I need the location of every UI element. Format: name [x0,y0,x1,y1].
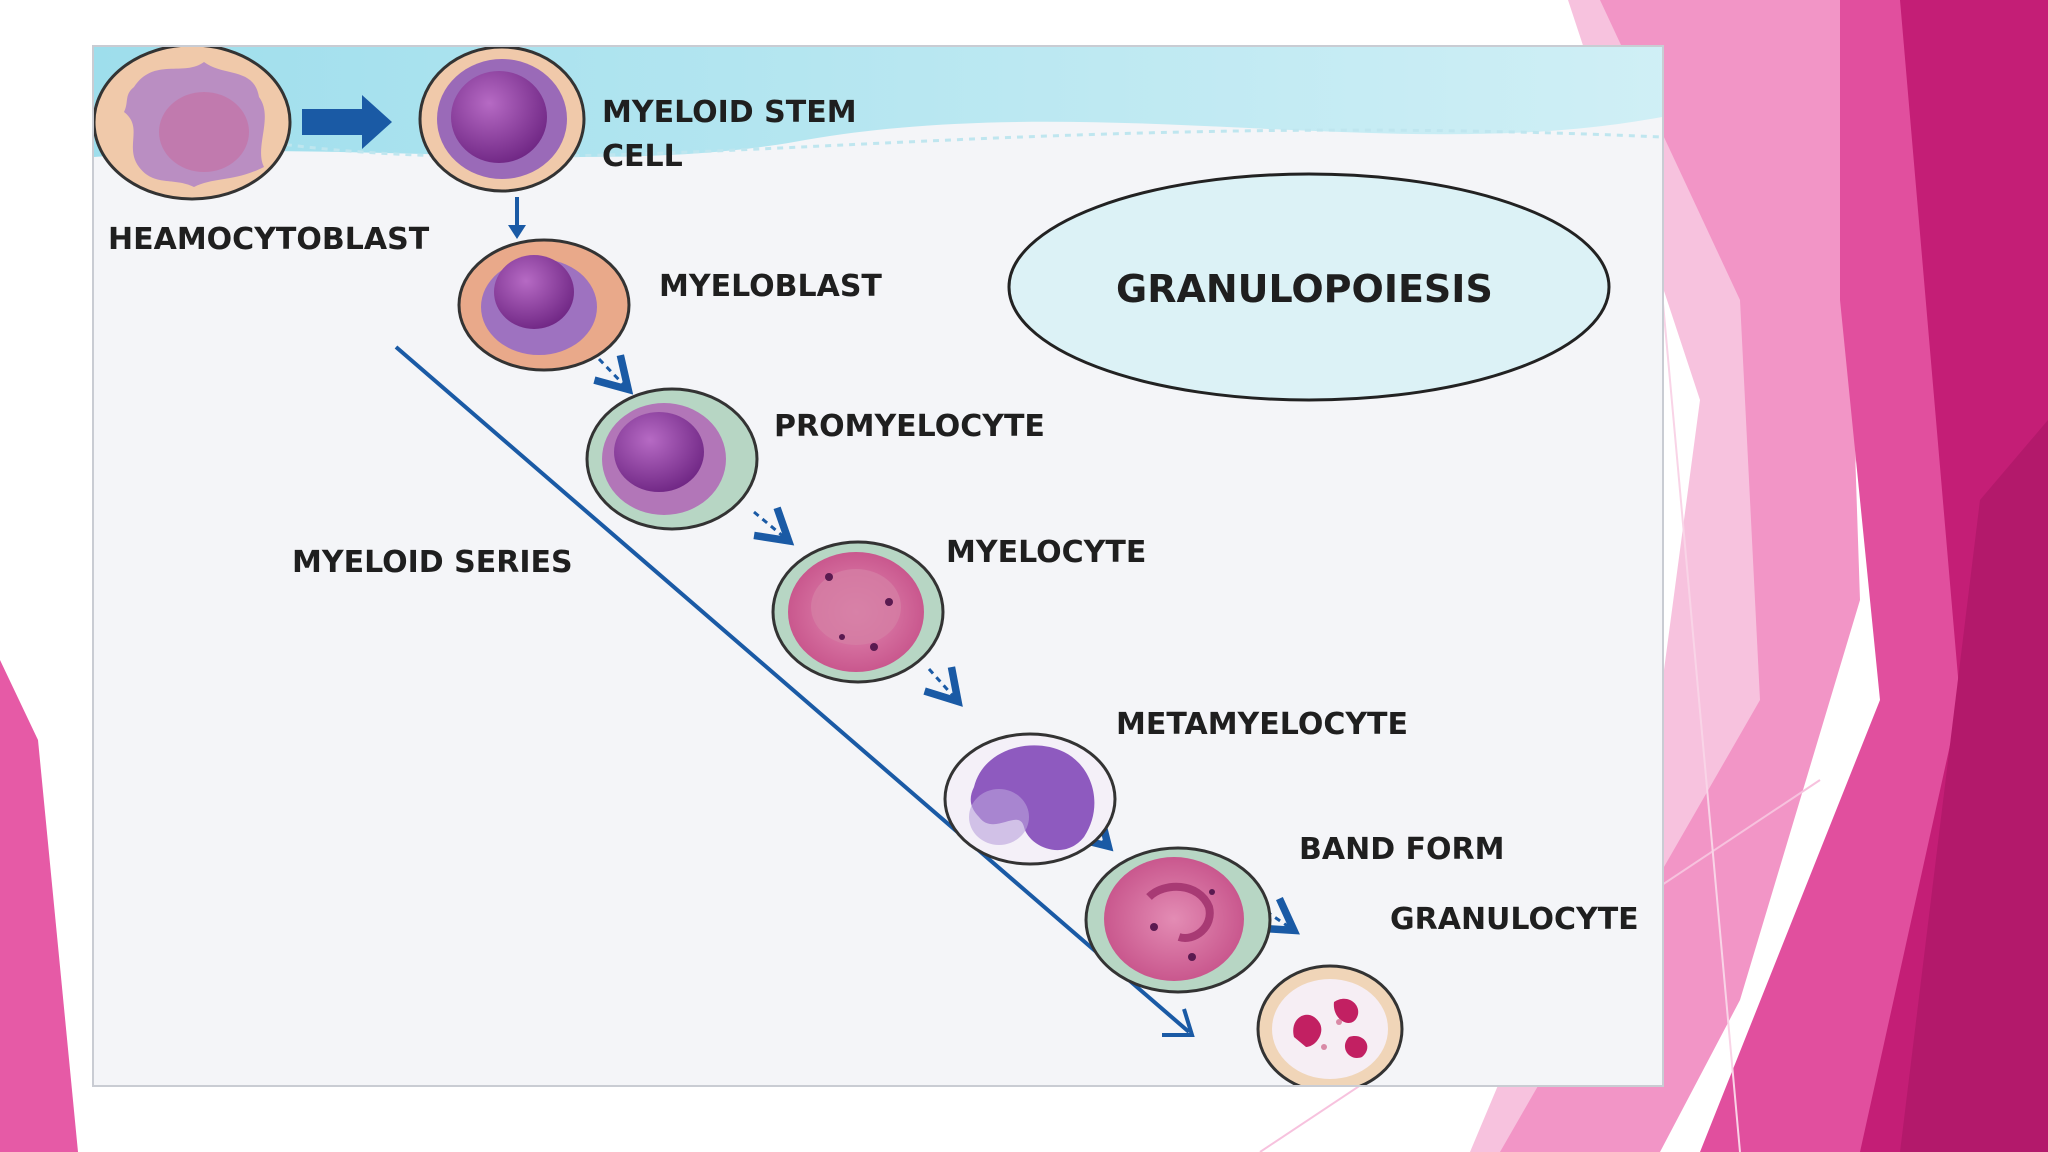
granulocyte-cell [1256,964,1404,1085]
arrow-myelocyte-metamyelocyte [923,666,963,707]
title-granulopoiesis: GRANULOPOIESIS [1116,267,1493,311]
arrow-promyelocyte-myelocyte [753,506,795,546]
myeloid-series-arrowhead [1162,1008,1195,1037]
metamyelocyte-cell [943,732,1117,866]
myeloblast-cell [457,238,631,372]
myelocyte-cell [771,540,945,684]
label-myeloid-stem-line1: MYELOID STEM [602,95,857,130]
myeloid-series-arrow [394,345,1191,1034]
right-mid-pink-shape [1500,0,1860,1152]
top-wave-line [273,128,1662,159]
heamocytoblast-cell [94,47,292,201]
top-wave-band [94,47,1662,157]
band-form-cell [1084,846,1272,994]
stem-to-myeloblast-arrowhead [508,225,526,239]
label-metamyelocyte: METAMYELOCYTE [1116,707,1409,742]
label-band-form: BAND FORM [1299,832,1505,867]
title-ellipse [1007,172,1611,402]
heamocytoblast-arrow [302,95,392,149]
myeloid-stem-cell [418,47,586,193]
promyelocyte-cell [585,387,759,531]
label-myeloblast: MYELOBLAST [659,269,882,304]
label-myeloid-series: MYELOID SERIES [292,545,573,580]
thin-line-decoration-2 [1659,269,1741,1152]
label-granulocyte: GRANULOCYTE [1390,902,1639,937]
label-myelocyte: MYELOCYTE [946,535,1147,570]
right-dark-magenta-shape [1900,420,2048,1152]
granulopoiesis-figure: GRANULOPOIESIS MYELOID SERIES HEAMOCYTOB… [92,45,1664,1087]
arrow-myeloblast-promyelocyte [593,354,634,395]
left-pink-shape [0,660,78,1152]
label-promyelocyte: PROMYELOCYTE [774,409,1045,444]
label-myeloid-stem-line2: CELL [602,139,683,174]
label-heamocytoblast: HEAMOCYTOBLAST [108,222,430,257]
